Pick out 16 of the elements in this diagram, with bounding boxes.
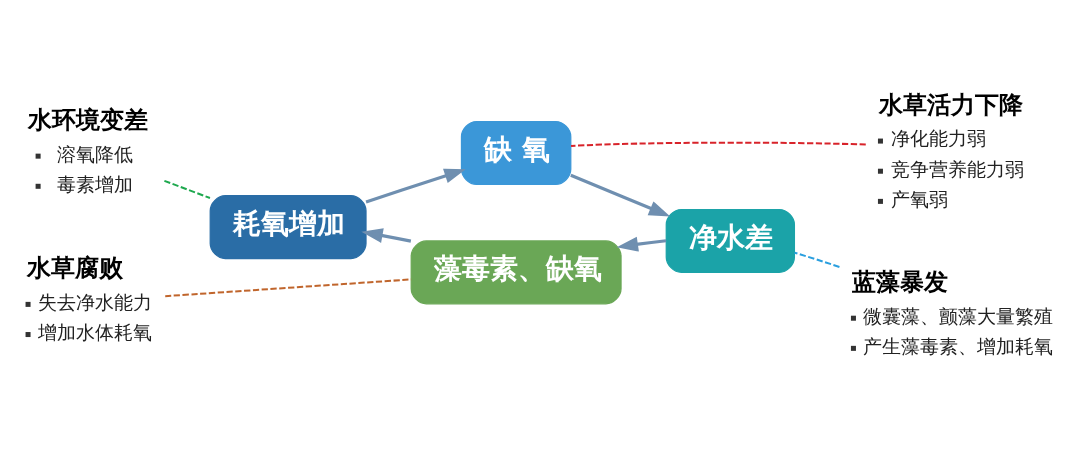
arrow bbox=[361, 228, 412, 243]
node-text: 水草活力下降 净化能力弱 竞争营养能力弱 产氧弱 bbox=[878, 91, 1025, 210]
connector bbox=[571, 141, 866, 147]
node-box: 耗氧增加 bbox=[209, 195, 367, 260]
node-box: 净水差 bbox=[665, 208, 796, 273]
node-box: 缺 氧 bbox=[460, 120, 572, 186]
node-text: 蓝藻暴发 微囊藻、颤藻大量繁殖 产生藻毒素、增加耗氧 bbox=[852, 268, 1054, 357]
arrow bbox=[570, 173, 671, 217]
arrow bbox=[365, 168, 466, 204]
node-text: 水环境变差 溶氧降低 毒素增加 bbox=[28, 106, 149, 195]
arrow bbox=[616, 236, 667, 252]
connector bbox=[164, 179, 211, 199]
connector bbox=[794, 251, 840, 268]
node-box: 藻毒素、缺氧 bbox=[410, 240, 622, 305]
node-text: 水草腐败 失去净水能力 增加水体耗氧 bbox=[26, 254, 153, 343]
connector bbox=[165, 278, 412, 298]
